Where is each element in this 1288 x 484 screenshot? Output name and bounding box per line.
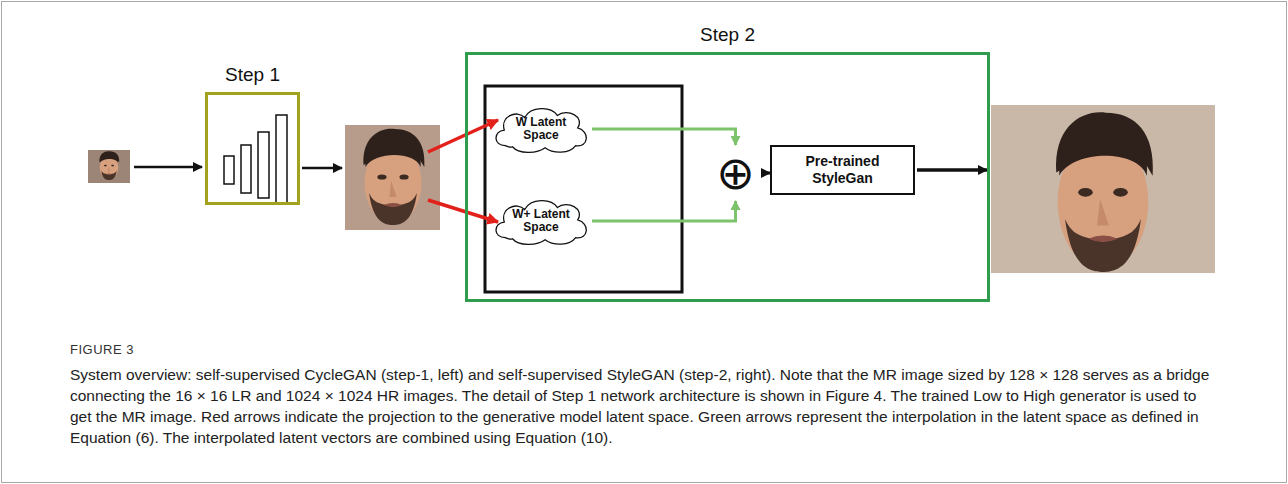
interpolation-arrow <box>592 129 736 145</box>
latent-space-box <box>485 86 682 292</box>
interpolation-arrow <box>592 201 736 221</box>
latent-cloud: W Latent Space <box>490 104 592 154</box>
flow-arrow <box>302 167 342 170</box>
figure-number: FIGURE 3 <box>70 342 134 357</box>
step-heading: Step 2 <box>700 24 755 46</box>
hr-face-image <box>991 105 1215 273</box>
step-heading: Step 1 <box>225 64 280 86</box>
latent-cloud: W+ Latent Space <box>490 196 592 246</box>
node-label: ⊕ <box>716 150 755 196</box>
mr-face-image <box>345 125 440 230</box>
node-label: Pre-trained StyleGan <box>788 153 898 187</box>
projection-arrow <box>428 120 498 152</box>
projection-arrow <box>428 200 498 222</box>
node-label: W+ Latent Space <box>510 208 572 234</box>
node-label: W Latent Space <box>510 116 572 142</box>
flow-arrow <box>917 168 987 172</box>
lr-face-image <box>88 150 130 183</box>
network-layers <box>224 115 287 203</box>
step-box: Step 2W Latent SpaceW+ Latent Space⊕Pre-… <box>465 52 990 302</box>
stylegan-box: Pre-trained StyleGan <box>770 145 915 195</box>
step-box: Step 1 <box>205 92 300 205</box>
sum-symbol: ⊕ <box>706 145 765 201</box>
figure-caption: System overview: self-supervised CycleGA… <box>70 364 1220 448</box>
flow-arrow <box>134 166 202 169</box>
